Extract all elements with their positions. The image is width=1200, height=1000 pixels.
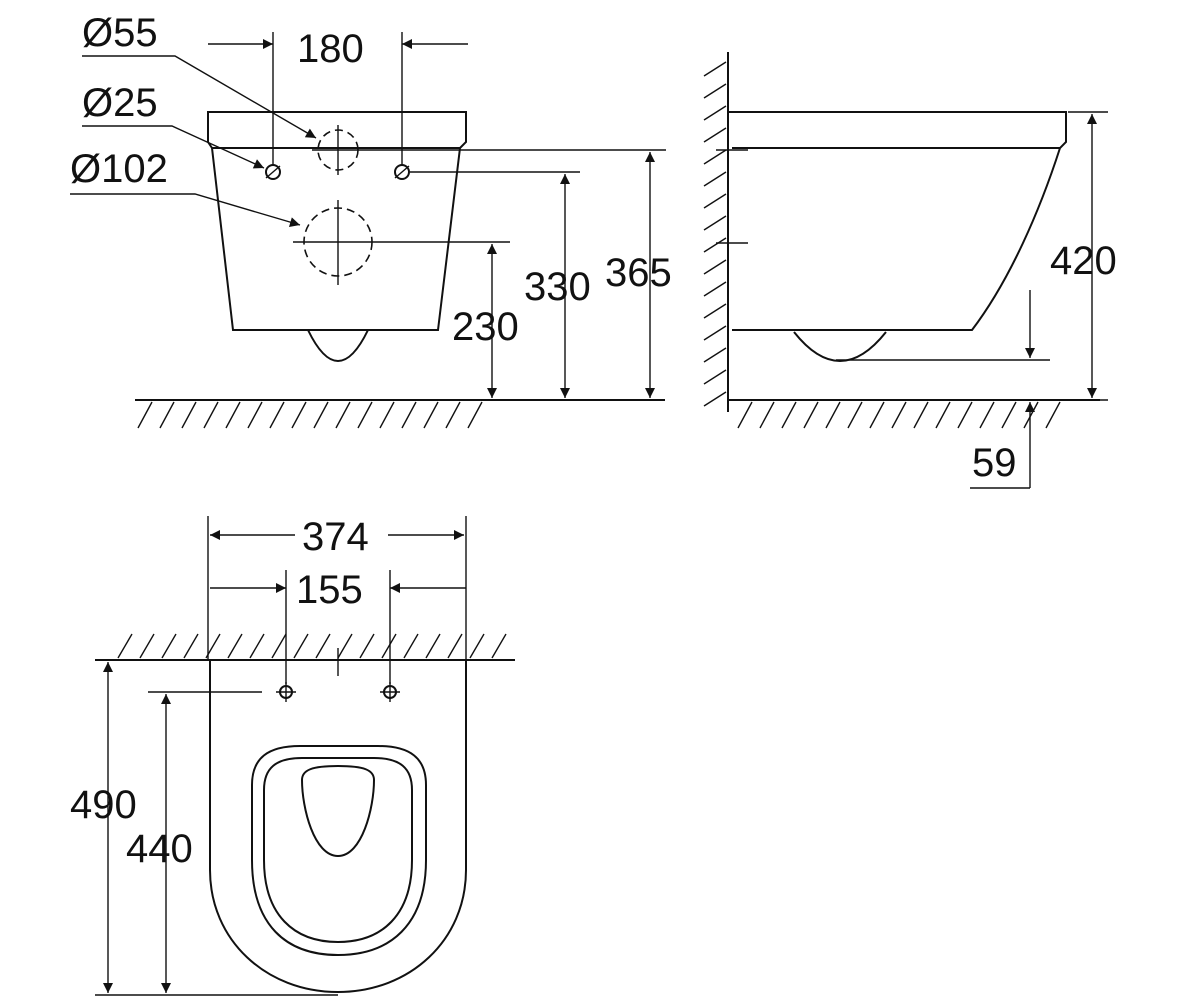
wall-hatch-line xyxy=(703,171,727,187)
floor-hatch-line xyxy=(891,401,907,429)
dim-bolt-spacing-front: 180 xyxy=(297,27,364,71)
wall-hatch-line xyxy=(703,149,727,165)
floor-hatch-line xyxy=(1045,401,1061,429)
floor-hatch-line xyxy=(401,401,417,429)
floor-hatch-line xyxy=(913,401,929,429)
floor-hatch-line xyxy=(935,401,951,429)
leader-outlet xyxy=(82,55,317,139)
floor-hatch-line xyxy=(379,401,395,429)
wall-hatch-line xyxy=(703,347,727,363)
floor-hatch-line xyxy=(759,401,775,429)
wall-hatch-line xyxy=(271,633,287,659)
wall-hatch-line xyxy=(117,633,133,659)
top-bowl-outline xyxy=(209,659,467,994)
wall-hatch-line xyxy=(293,633,309,659)
floor-hatch-line xyxy=(247,401,263,429)
wall-hatch-line xyxy=(183,633,199,659)
floor-hatch-line xyxy=(357,401,373,429)
floor-hatch-line xyxy=(1001,401,1017,429)
dim-top-width: 374 xyxy=(302,515,369,559)
floor-hatch-line xyxy=(847,401,863,429)
dim-inlet-height: 230 xyxy=(452,305,519,349)
floor-hatch-line xyxy=(423,401,439,429)
side-floor-hatch xyxy=(737,401,1061,429)
front-floor-hatch xyxy=(137,401,483,429)
dim-bottom-clearance: 59 xyxy=(972,441,1017,485)
floor-hatch-line xyxy=(979,401,995,429)
floor-hatch-line xyxy=(957,401,973,429)
dim-inlet-diameter: Ø102 xyxy=(70,147,168,191)
wall-hatch-line xyxy=(315,633,331,659)
dim-top-length: 490 xyxy=(70,783,137,827)
wall-hatch-line xyxy=(703,391,727,407)
wall-hatch-line xyxy=(703,369,727,385)
dim-outlet-diameter: Ø55 xyxy=(82,11,158,55)
top-seat-inner xyxy=(263,757,413,944)
wall-hatch-line xyxy=(703,215,727,231)
side-view: 420 59 xyxy=(703,52,1117,489)
floor-hatch-line xyxy=(291,401,307,429)
floor-hatch-line xyxy=(137,401,153,429)
wall-hatch-line xyxy=(703,193,727,209)
dim-bolt-to-front: 440 xyxy=(126,827,193,871)
dim-bolt-height: 330 xyxy=(524,265,591,309)
wall-hatch-line xyxy=(139,633,155,659)
floor-hatch-line xyxy=(269,401,285,429)
floor-hatch-line xyxy=(313,401,329,429)
front-trap xyxy=(307,329,369,362)
wall-hatch-line xyxy=(227,633,243,659)
wall-hatch-line xyxy=(703,303,727,319)
top-wall-hatch xyxy=(117,633,507,659)
floor-hatch-line xyxy=(803,401,819,429)
floor-hatch-line xyxy=(159,401,175,429)
wall-hatch-line xyxy=(381,633,397,659)
floor-hatch-line xyxy=(335,401,351,429)
wall-hatch-line xyxy=(703,281,727,297)
top-view: 374 155 490 440 xyxy=(70,515,515,996)
wall-hatch-line xyxy=(469,633,485,659)
leader-bolt xyxy=(82,125,265,169)
floor-hatch-line xyxy=(181,401,197,429)
top-bowl-opening xyxy=(300,764,376,858)
wall-hatch-line xyxy=(703,127,727,143)
dim-side-height: 420 xyxy=(1050,239,1117,283)
side-wall-hatch xyxy=(703,61,727,407)
floor-hatch-line xyxy=(869,401,885,429)
floor-hatch-line xyxy=(203,401,219,429)
dim-top-height: 365 xyxy=(605,251,672,295)
wall-hatch-line xyxy=(703,325,727,341)
wall-hatch-line xyxy=(447,633,463,659)
wall-hatch-line xyxy=(249,633,265,659)
side-bowl-outline xyxy=(728,111,1067,331)
floor-hatch-line xyxy=(737,401,753,429)
floor-hatch-line xyxy=(781,401,797,429)
wall-hatch-line xyxy=(703,259,727,275)
front-view: 180 Ø55 Ø25 Ø102 230 330 365 xyxy=(70,11,672,429)
wall-hatch-line xyxy=(359,633,375,659)
front-bowl-outline xyxy=(207,111,467,331)
dim-bolt-diameter: Ø25 xyxy=(82,81,158,125)
floor-hatch-line xyxy=(467,401,483,429)
wall-hatch-line xyxy=(491,633,507,659)
wall-hatch-line xyxy=(703,61,727,77)
side-trap xyxy=(793,331,887,362)
wall-hatch-line xyxy=(161,633,177,659)
dim-top-bolt-spacing: 155 xyxy=(296,568,363,612)
wall-hatch-line xyxy=(703,83,727,99)
wall-hatch-line xyxy=(703,237,727,253)
floor-hatch-line xyxy=(225,401,241,429)
top-seat-outline xyxy=(251,745,427,957)
wall-hatch-line xyxy=(403,633,419,659)
floor-hatch-line xyxy=(445,401,461,429)
leader-inlet xyxy=(70,193,301,227)
wall-hatch-line xyxy=(703,105,727,121)
floor-hatch-line xyxy=(1023,401,1039,429)
floor-hatch-line xyxy=(825,401,841,429)
wall-hatch-line xyxy=(337,633,353,659)
wall-hatch-line xyxy=(425,633,441,659)
